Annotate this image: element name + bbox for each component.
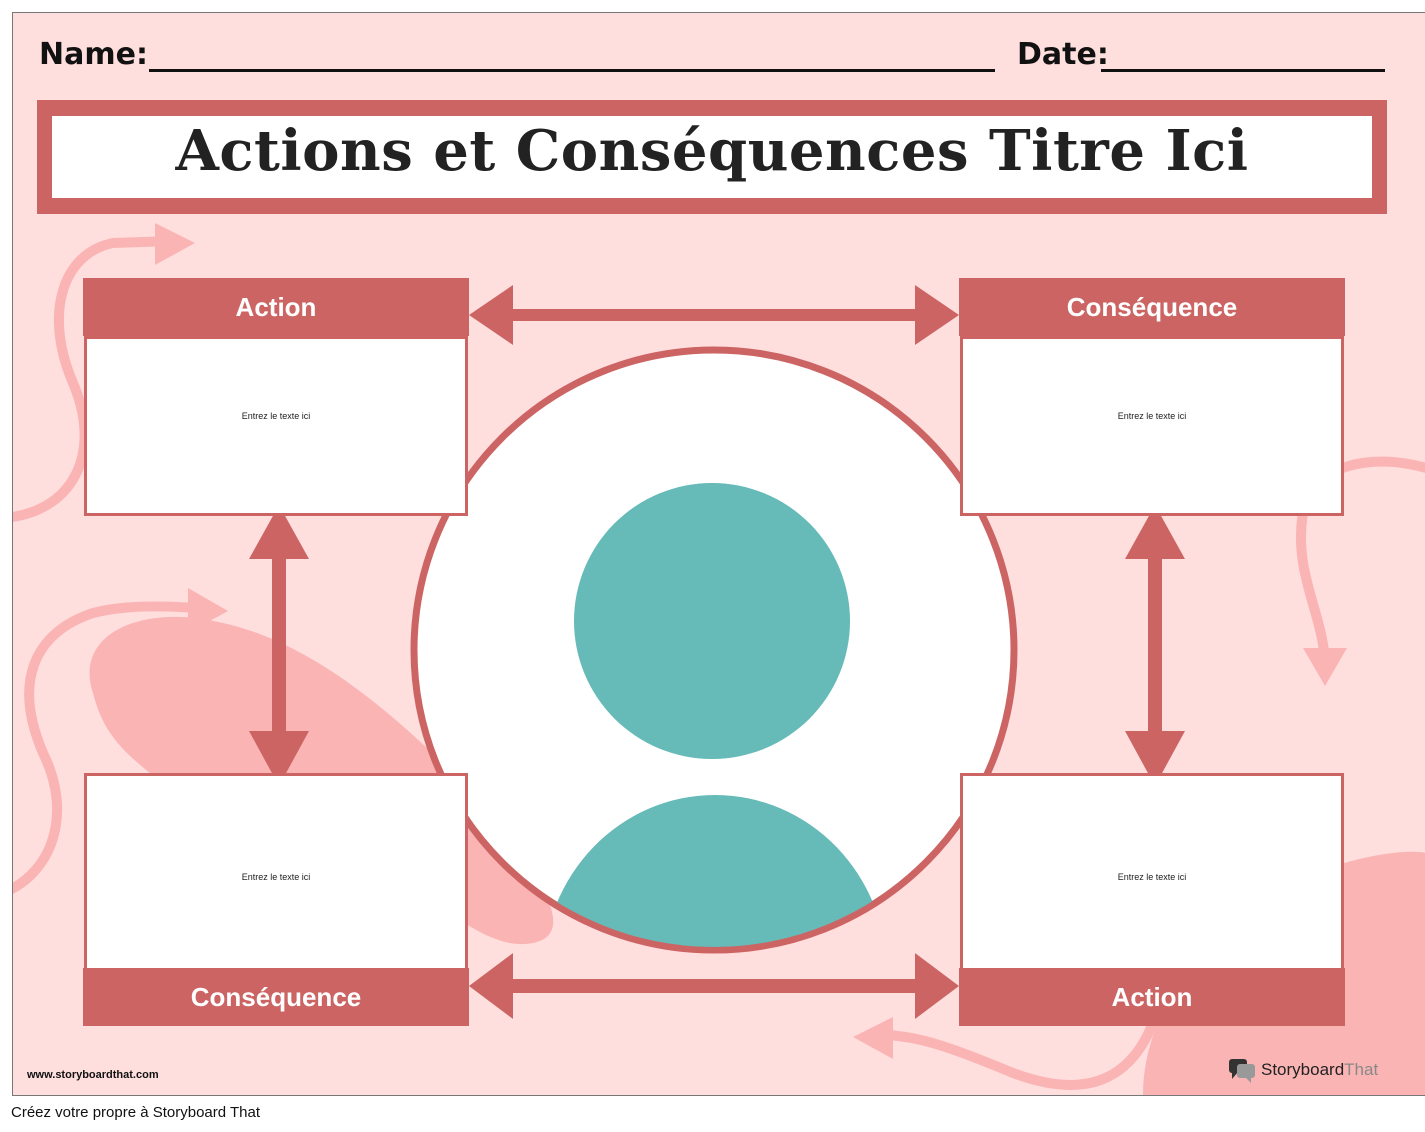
arrow-head: [1303, 648, 1347, 686]
name-field[interactable]: [149, 69, 995, 72]
arrow-head: [853, 1017, 893, 1059]
storyboardthat-logo: StoryboardThat: [1227, 1057, 1417, 1083]
background-decoration: [13, 223, 1425, 1095]
squiggle-line: [13, 601, 213, 894]
title-field[interactable]: Actions et Conséquences Titre Ici: [52, 116, 1372, 198]
page-caption: Créez votre propre à Storyboard That: [11, 1104, 261, 1121]
avatar-body: [543, 795, 887, 947]
double-arrow-bottom: [469, 953, 959, 1019]
squiggle-line: [868, 1018, 1158, 1090]
date-label: Date:: [1017, 37, 1109, 72]
arrow-head: [188, 588, 228, 633]
placeholder-text: Entrez le texte ici: [241, 872, 311, 882]
box-header-action-bottom: Action: [959, 968, 1345, 1026]
placeholder-text: Entrez le texte ici: [1117, 872, 1187, 882]
name-label: Name:: [39, 37, 148, 72]
placeholder-text: Entrez le texte ici: [241, 411, 311, 421]
text-box-top-left[interactable]: Entrez le texte ici: [84, 336, 468, 516]
squiggle-line: [13, 236, 178, 522]
footer-url: www.storyboardthat.com: [27, 1069, 159, 1081]
brand-name-part1: Storyboard: [1261, 1060, 1345, 1079]
double-arrow-top: [469, 285, 959, 345]
name-date-row: Name: Date:: [39, 37, 1389, 77]
box-header-consequence-bottom: Conséquence: [83, 968, 469, 1026]
avatar-head: [574, 483, 850, 759]
worksheet: Name: Date: Actions et Conséquences Titr…: [12, 12, 1425, 1096]
arrow-head: [155, 223, 195, 265]
page-title: Actions et Conséquences Titre Ici: [175, 118, 1249, 184]
speech-bubble-icon: [1229, 1059, 1255, 1083]
brand-name-part2: That: [1344, 1060, 1379, 1079]
placeholder-text: Entrez le texte ici: [1117, 411, 1187, 421]
text-box-bottom-left[interactable]: Entrez le texte ici: [84, 773, 468, 971]
text-box-top-right[interactable]: Entrez le texte ici: [960, 336, 1344, 516]
box-header-consequence-top: Conséquence: [959, 278, 1345, 336]
text-box-bottom-right[interactable]: Entrez le texte ici: [960, 773, 1344, 971]
date-field[interactable]: [1101, 69, 1385, 72]
title-banner: Actions et Conséquences Titre Ici: [37, 100, 1387, 214]
box-header-action-top: Action: [83, 278, 469, 336]
double-arrow-left: [249, 505, 309, 786]
double-arrow-right: [1125, 505, 1185, 786]
